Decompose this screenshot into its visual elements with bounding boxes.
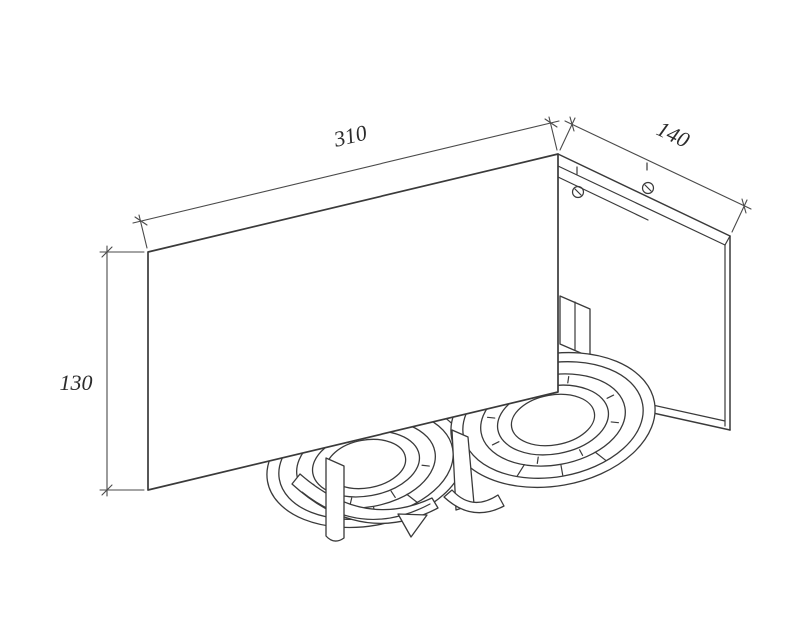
mounting-bracket <box>559 295 591 358</box>
lamp-face <box>510 393 596 447</box>
left-spotlight-trim <box>291 457 439 542</box>
dimension-line <box>132 120 560 224</box>
trim-tab <box>397 513 428 538</box>
extension-line <box>559 117 576 151</box>
ring-slots <box>486 376 620 477</box>
yoke <box>443 429 505 514</box>
yoke-foot <box>443 489 505 514</box>
top-panel-flange <box>557 176 649 221</box>
mounting-tab <box>325 457 345 542</box>
dimension-tick <box>134 216 148 226</box>
extension-line <box>731 199 748 233</box>
dimension-tick <box>101 246 113 258</box>
trim-crescent-inner <box>301 491 431 520</box>
dimension-depth: 140 <box>559 116 752 233</box>
dimension-tick <box>101 484 113 496</box>
dimension-width: 310 <box>132 116 560 249</box>
screw-head-left <box>571 166 585 199</box>
top-panel-edge <box>557 153 731 237</box>
top-panel-endcap <box>724 235 731 246</box>
dimension-tick <box>741 198 747 214</box>
dimension-tick <box>544 118 558 128</box>
front-panel <box>147 153 559 491</box>
dimension-tick <box>569 116 575 132</box>
top-panel-inner-edge <box>557 165 726 246</box>
dimension-line <box>564 120 752 210</box>
screw-head-right <box>641 162 655 195</box>
dimension-height-label: 130 <box>60 370 93 395</box>
dimension-width-label: 310 <box>330 120 369 152</box>
dimension-height: 130 <box>60 245 145 497</box>
dimension-depth-label: 140 <box>653 116 694 153</box>
